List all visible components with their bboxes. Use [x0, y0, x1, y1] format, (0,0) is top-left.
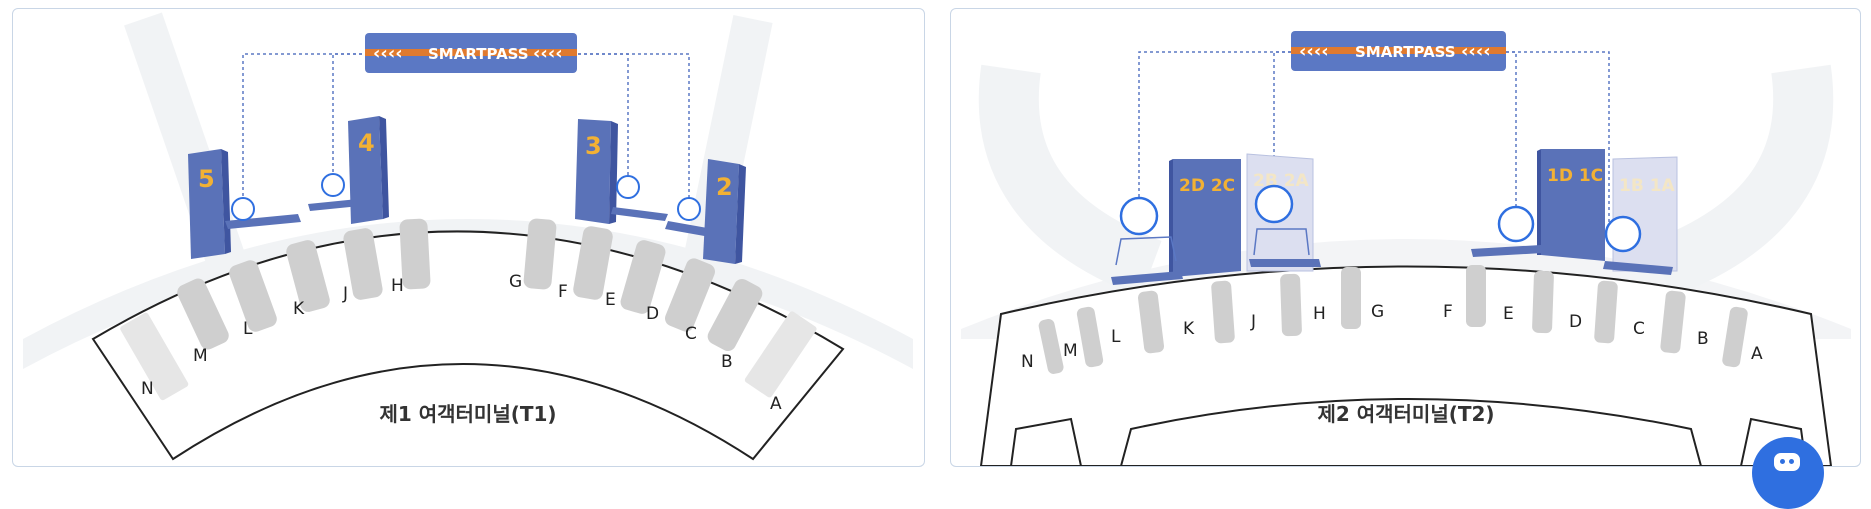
t1-smartpass-mat-4 — [665, 197, 713, 237]
svg-text:3: 3 — [585, 132, 602, 160]
svg-text:‹‹‹‹: ‹‹‹‹ — [1299, 41, 1329, 62]
t1-counter-A: A — [770, 394, 782, 414]
t2-counter-C: C — [1633, 319, 1645, 339]
t1-gate-2: 2 — [703, 159, 746, 264]
svg-text:‹‹‹‹: ‹‹‹‹ — [1461, 41, 1491, 62]
t1-title: 제1 여객터미널(T1) — [379, 402, 556, 426]
t2-gate-1B1A: 1B 1A — [1612, 156, 1678, 272]
t1-counter-B: B — [721, 352, 733, 372]
t1-counter-G: G — [509, 272, 522, 292]
t2-counter-K: K — [1183, 319, 1195, 339]
footprints-icon — [1119, 196, 1159, 236]
svg-text:‹‹‹‹: ‹‹‹‹ — [373, 43, 403, 64]
t1-counter-K: K — [293, 299, 305, 319]
t1-counter-D: D — [646, 304, 659, 324]
t1-terminal-outline — [91, 230, 845, 461]
t1-smartpass-mat-2 — [308, 173, 360, 211]
t2-map: N M L K J H G F E D C B A ‹‹‹‹ SMARTPASS… — [961, 31, 1851, 466]
t1-counter-E: E — [605, 290, 616, 310]
t1-smartpass-mat-3 — [611, 175, 668, 221]
t2-smartpass-mat-3 — [1471, 205, 1543, 257]
t2-smartpass-mat-1 — [1111, 196, 1183, 285]
t2-counter-G: G — [1371, 302, 1384, 322]
t1-counter-blocks — [120, 218, 817, 401]
t1-map: N M L K J H G F E D C B A ‹‹‹‹ SMARTPASS… — [23, 12, 913, 461]
chatbot-icon — [1774, 453, 1800, 471]
t2-counter-D: D — [1569, 312, 1582, 332]
t2-counter-A: A — [1751, 344, 1763, 364]
t1-smartpass-banner: ‹‹‹‹ SMARTPASS ‹‹‹‹ — [365, 33, 577, 73]
t1-map-panel: N M L K J H G F E D C B A ‹‹‹‹ SMARTPASS… — [12, 8, 925, 467]
svg-text:2D 2C: 2D 2C — [1179, 176, 1235, 196]
footprints-icon — [1604, 215, 1642, 253]
t1-counter-M: M — [193, 346, 208, 366]
t1-gate-4: 4 — [348, 116, 389, 224]
t2-gate-2D2C: 2D 2C — [1169, 159, 1241, 277]
t1-gate-5: 5 — [188, 149, 231, 259]
footprints-icon — [677, 197, 701, 221]
svg-text:SMARTPASS: SMARTPASS — [1355, 43, 1456, 61]
footprints-icon — [1254, 184, 1294, 224]
footprints-icon — [1497, 205, 1535, 243]
footprints-icon — [321, 173, 345, 197]
footprints-icon — [231, 197, 255, 221]
t1-counter-H: H — [391, 276, 404, 296]
footprints-icon — [616, 175, 640, 199]
svg-text:5: 5 — [198, 165, 215, 193]
t2-counter-H: H — [1313, 304, 1326, 324]
t2-counter-E: E — [1503, 304, 1514, 324]
t1-counter-F: F — [558, 282, 568, 302]
t2-counter-blocks — [1038, 265, 1748, 374]
svg-text:SMARTPASS: SMARTPASS — [428, 45, 529, 63]
t2-counter-M: M — [1063, 341, 1078, 361]
t2-smartpass-banner: ‹‹‹‹ SMARTPASS ‹‹‹‹ — [1291, 31, 1506, 71]
t1-smartpass-mat-1 — [225, 197, 301, 229]
t2-gate-1D1C: 1D 1C — [1537, 149, 1605, 261]
t2-map-panel: N M L K J H G F E D C B A ‹‹‹‹ SMARTPASS… — [950, 8, 1861, 467]
t2-terminal-outline — [979, 265, 1833, 466]
chatbot-button[interactable] — [1752, 437, 1824, 509]
t2-counter-J: J — [1250, 312, 1256, 332]
t2-counter-B: B — [1697, 329, 1709, 349]
t1-counter-C: C — [685, 324, 697, 344]
t2-title: 제2 여객터미널(T2) — [1317, 402, 1494, 426]
svg-text:2B 2A: 2B 2A — [1253, 171, 1310, 191]
svg-text:1B 1A: 1B 1A — [1619, 176, 1676, 196]
t2-counter-N: N — [1021, 352, 1034, 372]
svg-text:2: 2 — [716, 173, 733, 201]
t1-counter-N: N — [141, 379, 154, 399]
t1-gate-3: 3 — [575, 119, 618, 224]
t1-counter-L: L — [243, 319, 253, 339]
svg-text:4: 4 — [358, 129, 375, 157]
t2-smartpass-mat-2 — [1249, 184, 1321, 267]
t1-counter-J: J — [342, 284, 348, 304]
t2-counter-F: F — [1443, 302, 1453, 322]
svg-text:1D 1C: 1D 1C — [1547, 166, 1603, 186]
t2-counter-L: L — [1111, 327, 1121, 347]
svg-text:‹‹‹‹: ‹‹‹‹ — [533, 43, 563, 64]
t2-smartpass-mat-4 — [1603, 215, 1673, 275]
